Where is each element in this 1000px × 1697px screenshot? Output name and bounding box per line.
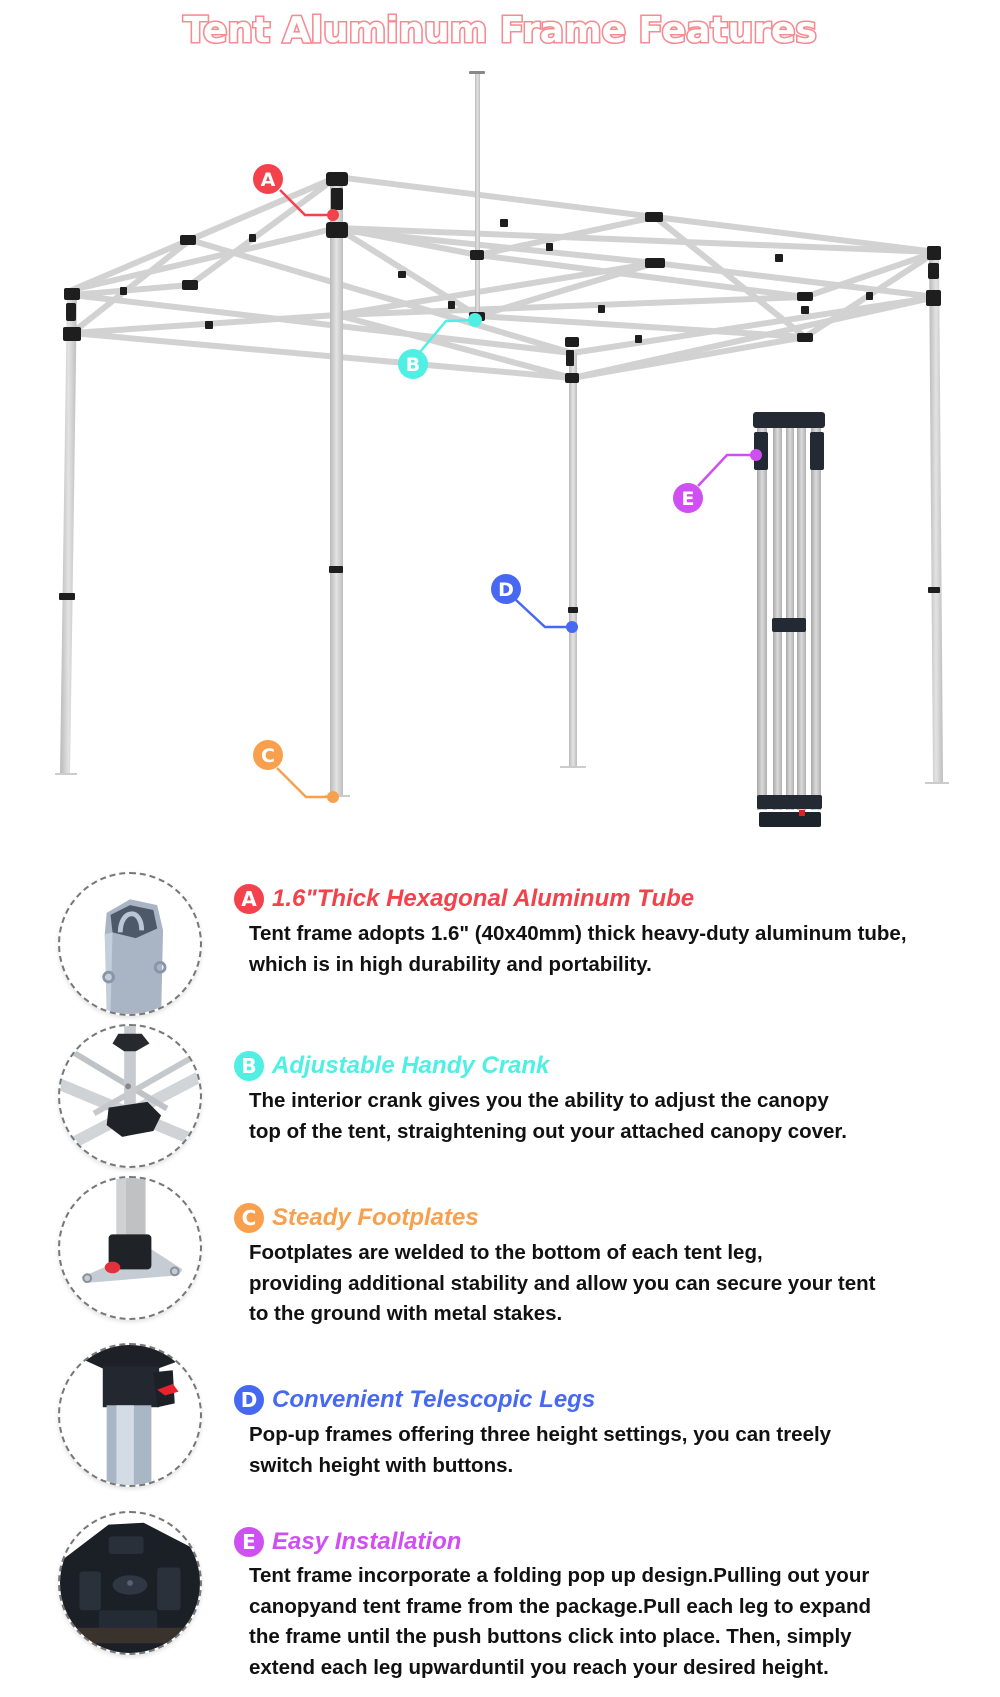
callout-a: A [253, 164, 339, 221]
body-line: Footplates are welded to the bottom of e… [249, 1241, 763, 1264]
svg-text:A: A [261, 169, 276, 191]
feature-heading-a: A 1.6"Thick Hexagonal Aluminum Tube [234, 883, 694, 915]
callout-b: B [398, 313, 482, 379]
telescopic-leg-icon [79, 1345, 181, 1485]
body-line: to the ground with metal stakes. [249, 1302, 563, 1326]
badge-a: A [234, 884, 264, 914]
feature-body-c: Footplates are welded to the bottom of e… [249, 1238, 989, 1330]
heading-text: 1.6"Thick Hexagonal Aluminum Tube [272, 885, 695, 912]
feature-body-b: The interior crank gives you the ability… [249, 1086, 989, 1147]
svg-text:D: D [498, 579, 514, 601]
badge-b: B [234, 1051, 264, 1081]
crank-pole [475, 72, 480, 322]
feature-body-e: Tent frame incorporate a folding pop up … [249, 1561, 989, 1684]
handy-crank-icon [60, 1026, 200, 1150]
badge-d: D [234, 1385, 264, 1415]
feature-image-telescopic-leg [58, 1343, 202, 1487]
folded-base-icon [60, 1522, 200, 1653]
heading-text: Easy Installation [272, 1528, 462, 1555]
body-line: the frame until the push buttons click i… [249, 1625, 852, 1649]
feature-image-handy-crank [58, 1024, 202, 1168]
tent-legs [55, 175, 949, 797]
feature-heading-c: C Steady Footplates [234, 1202, 479, 1234]
feature-body-a: Tent frame adopts 1.6" (40x40mm) thick h… [249, 919, 989, 980]
body-line: Tent frame adopts 1.6" (40x40mm) thick h… [249, 922, 907, 945]
heading-text: Convenient Telescopic Legs [272, 1386, 596, 1413]
svg-text:C: C [261, 745, 275, 767]
badge-c: C [234, 1203, 264, 1233]
folded-frame-image [753, 412, 825, 827]
body-line: Tent frame incorporate a folding pop up … [249, 1564, 870, 1587]
footplate-icon [81, 1178, 183, 1283]
body-line: canopyand tent frame from the package.Pu… [249, 1594, 871, 1618]
feature-heading-e: E Easy Installation [234, 1526, 461, 1558]
body-line: switch height with buttons. [249, 1453, 514, 1477]
hexagonal-tube-icon [102, 899, 167, 1014]
heading-text: Adjustable Handy Crank [272, 1052, 550, 1079]
heading-text: Steady Footplates [272, 1204, 479, 1231]
body-line: which is in high durability and portabil… [249, 952, 652, 976]
body-line: The interior crank gives you the ability… [249, 1089, 829, 1112]
badge-e: E [234, 1527, 264, 1557]
body-line: Pop-up frames offering three height sett… [249, 1423, 832, 1446]
feature-body-d: Pop-up frames offering three height sett… [249, 1420, 989, 1481]
page-title: Tent Aluminum Frame Features [182, 9, 819, 53]
callout-d: D [491, 574, 578, 633]
feature-image-hexagonal-tube [58, 872, 202, 1016]
body-line: top of the tent, straightening out your … [249, 1119, 847, 1143]
callout-e: E [673, 449, 762, 513]
svg-text:B: B [406, 354, 420, 376]
frame-connectors [59, 172, 941, 613]
body-line: extend each leg upwarduntil you reach yo… [249, 1656, 829, 1680]
feature-heading-b: B Adjustable Handy Crank [234, 1050, 549, 1082]
callout-c: C [253, 740, 339, 803]
frame-trusses [69, 174, 939, 381]
feature-image-folded-base [58, 1511, 202, 1655]
feature-heading-d: D Convenient Telescopic Legs [234, 1384, 595, 1416]
body-line: providing additional stability and allow… [249, 1271, 876, 1295]
svg-text:E: E [682, 488, 695, 510]
feature-image-footplate [58, 1176, 202, 1320]
tent-frame-diagram: A B C D E [55, 71, 949, 827]
